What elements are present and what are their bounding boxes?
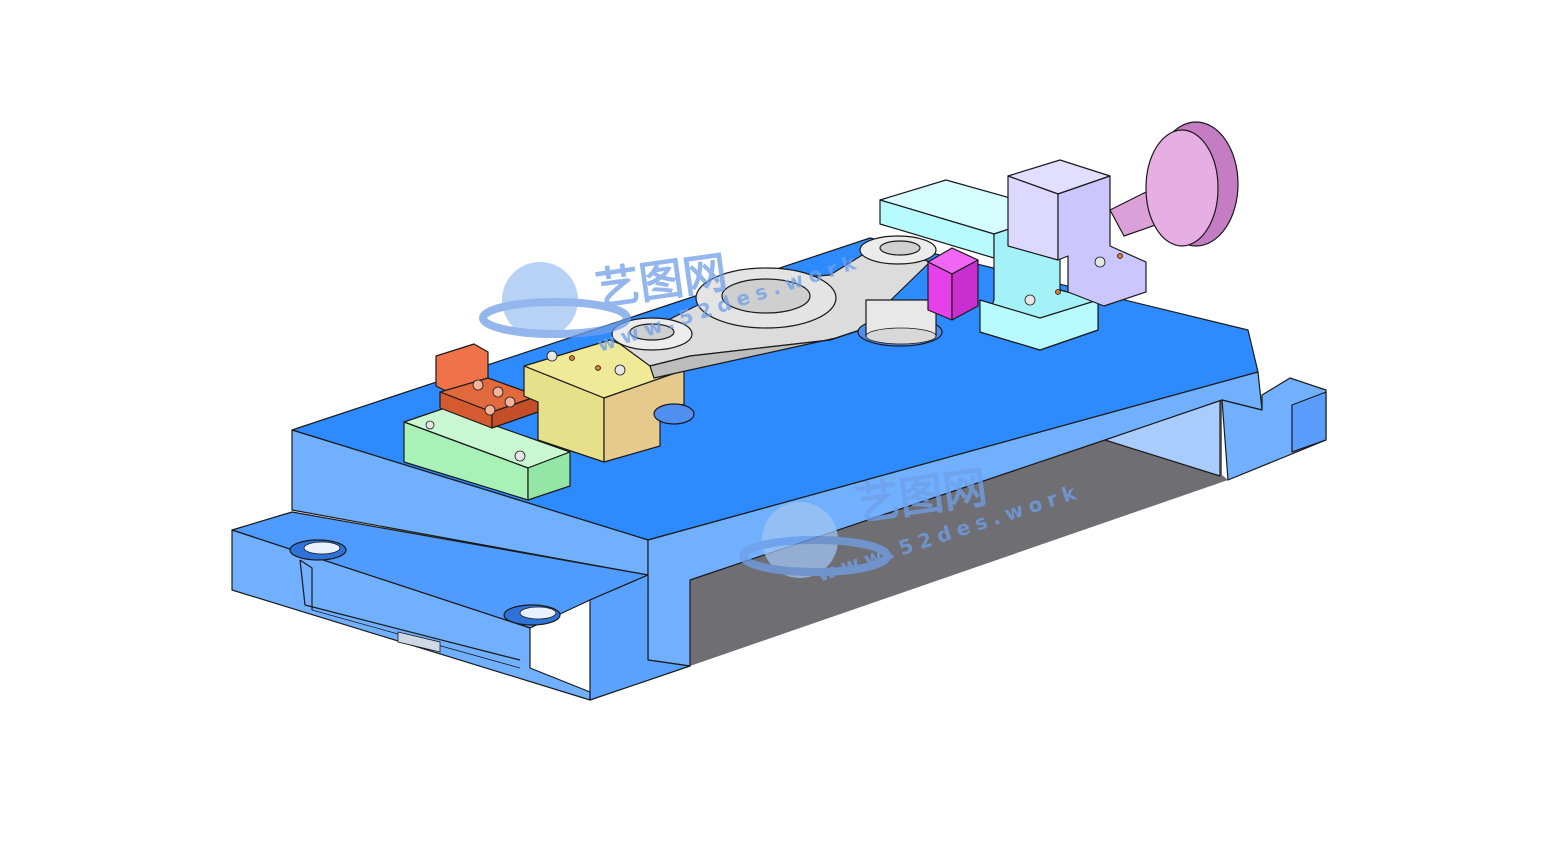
lavender-screw bbox=[1094, 256, 1106, 268]
watermark-swoosh-icon-2 bbox=[739, 536, 891, 576]
pivot-cylinder bbox=[857, 299, 943, 347]
orange-clamp-part bbox=[435, 343, 539, 429]
green-locator-block bbox=[403, 407, 571, 501]
orange-screw-3 bbox=[504, 396, 516, 408]
flange-slot-edge bbox=[299, 559, 521, 661]
flange-slot-edge-2 bbox=[299, 559, 313, 610]
base-shadow bbox=[690, 398, 1228, 666]
orange-screw-4 bbox=[484, 404, 496, 416]
green-block-side bbox=[527, 451, 571, 501]
yellow-screw-1 bbox=[546, 350, 558, 362]
cyan-screw bbox=[1024, 294, 1036, 306]
magenta-pad-side bbox=[951, 259, 979, 321]
yellow-dot-2 bbox=[595, 365, 601, 371]
lavender-dot bbox=[1117, 253, 1123, 259]
lavender-side bbox=[1057, 175, 1147, 307]
yellow-screw-2 bbox=[614, 364, 626, 376]
lavender-guide-block bbox=[1007, 159, 1147, 307]
watermark-swoosh-icon bbox=[479, 298, 631, 338]
yellow-dot bbox=[569, 355, 575, 361]
green-block-screw bbox=[514, 450, 526, 462]
cyan-block-lower bbox=[979, 299, 1099, 351]
pivot-bottom bbox=[865, 327, 937, 345]
counterbore-hole-left-inner bbox=[303, 541, 341, 555]
yellow-pin-base bbox=[653, 403, 695, 425]
knob-disc-face bbox=[1145, 129, 1219, 247]
lever-pivot-hole bbox=[629, 323, 675, 341]
lever-ring-large-hole bbox=[721, 278, 811, 314]
magenta-pad bbox=[927, 247, 979, 321]
adjustment-knob-assembly bbox=[1109, 121, 1239, 247]
lever-end-hole bbox=[879, 240, 921, 256]
lever-arm-edge bbox=[649, 329, 861, 379]
base-left-flange-step bbox=[589, 574, 691, 701]
base-bottom-tab bbox=[397, 631, 441, 653]
orange-screw-2 bbox=[492, 386, 504, 398]
cyan-dot bbox=[1055, 289, 1061, 295]
counterbore-hole-right-inner bbox=[519, 606, 557, 620]
lever-arm bbox=[611, 235, 937, 379]
base-right-flange-side bbox=[1291, 391, 1327, 453]
orange-screw-1 bbox=[472, 379, 484, 391]
green-block-screw-2 bbox=[425, 420, 435, 430]
